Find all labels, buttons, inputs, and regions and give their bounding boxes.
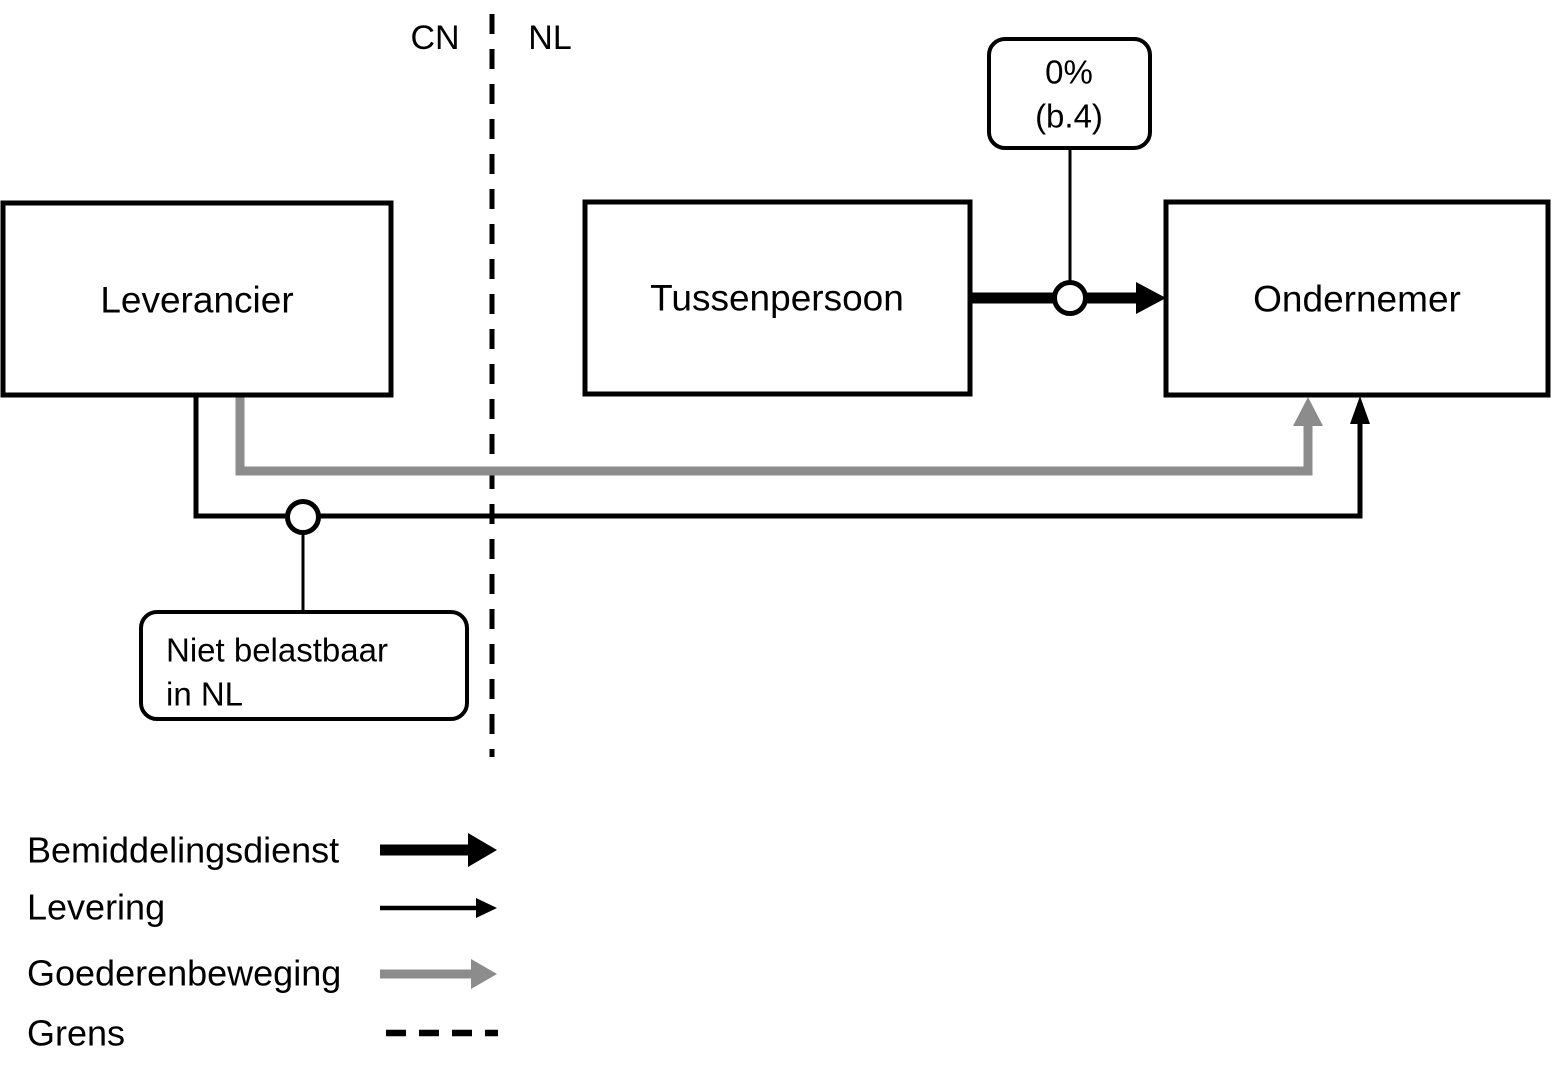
- legend-label-grens: Grens: [27, 1013, 125, 1054]
- legend-gray-arrowhead-icon: [471, 959, 497, 989]
- legend-thick-arrowhead-icon: [468, 833, 497, 867]
- niet-belastbaar-junction-circle: [285, 499, 321, 535]
- rate-callout-box: [987, 37, 1152, 150]
- levering-flow-line: [193, 394, 1363, 519]
- legend: Bemiddelingsdienst Levering Goederenbewe…: [27, 830, 498, 1054]
- tussenpersoon-box: [582, 199, 973, 397]
- legend-label-bemiddelingsdienst: Bemiddelingsdienst: [27, 830, 339, 871]
- leverancier-box: [0, 200, 394, 398]
- leverancier-label: Leverancier: [100, 280, 293, 321]
- rate-callout-line1: 0%: [1045, 54, 1093, 91]
- legend-label-levering: Levering: [27, 887, 165, 928]
- legend-label-goederenbeweging: Goederenbeweging: [27, 953, 341, 994]
- bemiddelingsdienst-arrowhead-icon: [1136, 282, 1166, 314]
- region-label-nl: NL: [528, 19, 571, 57]
- legend-thin-arrowhead-icon: [476, 898, 497, 918]
- rate-junction-circle: [1052, 280, 1088, 316]
- niet-belastbaar-callout-box: [139, 610, 469, 721]
- ondernemer-label: Ondernemer: [1253, 279, 1461, 320]
- region-label-cn: CN: [410, 19, 459, 57]
- goederenbeweging-flow-line: [235, 394, 1313, 476]
- tussenpersoon-label: Tussenpersoon: [650, 278, 904, 319]
- levering-arrowhead-icon: [1350, 396, 1370, 424]
- goederenbeweging-arrowhead-icon: [1293, 397, 1323, 426]
- niet-belastbaar-line2: in NL: [166, 676, 243, 713]
- niet-belastbaar-line1: Niet belastbaar: [166, 632, 388, 669]
- rate-callout-line2: (b.4): [1035, 98, 1103, 135]
- ondernemer-box: [1163, 199, 1551, 398]
